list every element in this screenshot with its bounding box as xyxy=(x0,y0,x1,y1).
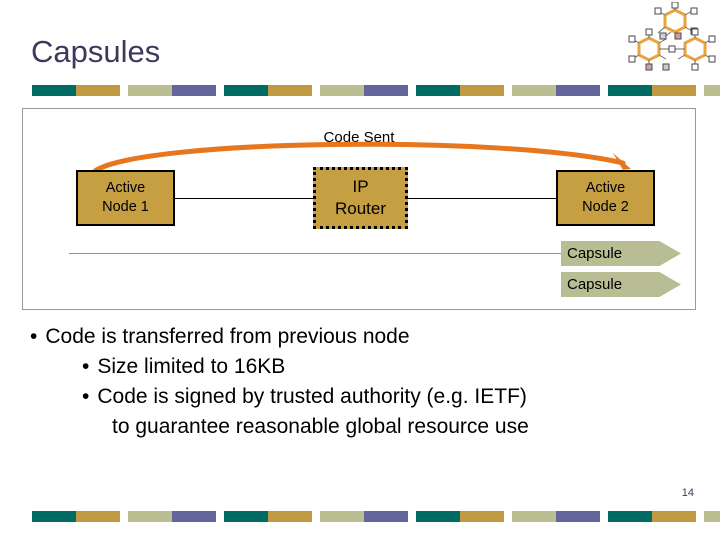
bullet-dot-icon: • xyxy=(82,385,90,408)
color-bar-group xyxy=(512,511,600,522)
swatch-sage xyxy=(512,511,556,522)
bullet-item-level2: • Code is signed by trusted authority (e.… xyxy=(22,382,698,412)
color-bar-group xyxy=(320,511,408,522)
swatch-purple xyxy=(556,511,600,522)
color-bar-group xyxy=(608,511,696,522)
swatch-teal xyxy=(416,85,460,96)
swatch-sage xyxy=(320,85,364,96)
link-node1-router xyxy=(175,198,313,199)
color-bar-group xyxy=(416,85,504,96)
page-number: 14 xyxy=(681,487,694,499)
node-label-line2: Router xyxy=(334,199,387,218)
color-bar-group xyxy=(320,85,408,96)
bullet-text: Size limited to 16KB xyxy=(97,355,286,378)
swatch-gold xyxy=(268,511,312,522)
swatch-purple xyxy=(556,85,600,96)
bullet-dot-icon: • xyxy=(82,355,90,378)
swatch-teal xyxy=(224,85,268,96)
node-active-node-2[interactable]: Active Node 2 xyxy=(556,170,655,226)
color-bar-group xyxy=(128,511,216,522)
capsule-tag[interactable]: Capsule xyxy=(561,241,681,266)
capsule-path-line xyxy=(69,253,561,254)
swatch-teal xyxy=(608,511,652,522)
color-bar-group xyxy=(704,511,720,522)
swatch-teal xyxy=(416,511,460,522)
capsule-tag[interactable]: Capsule xyxy=(561,272,681,297)
swatch-sage xyxy=(128,85,172,96)
page-title: Capsules xyxy=(31,34,161,69)
bullet-list: •Code is transferred from previous node … xyxy=(22,322,698,442)
swatch-purple xyxy=(364,511,408,522)
bullet-text: Code is signed by trusted authority (e.g… xyxy=(97,385,527,408)
color-bar-group xyxy=(128,85,216,96)
node-ip-router[interactable]: IP Router xyxy=(313,167,408,229)
code-sent-label: Code Sent xyxy=(323,129,395,146)
swatch-teal xyxy=(32,511,76,522)
color-bar-group xyxy=(416,511,504,522)
swatch-sage xyxy=(704,511,720,522)
link-router-node2 xyxy=(408,198,556,199)
color-bar-group xyxy=(224,85,312,96)
swatch-gold xyxy=(76,511,120,522)
color-bar-group xyxy=(512,85,600,96)
swatch-teal xyxy=(32,85,76,96)
bullet-continuation-text: to guarantee reasonable global resource … xyxy=(112,415,529,438)
swatch-sage xyxy=(704,85,720,96)
swatch-purple xyxy=(364,85,408,96)
swatch-sage xyxy=(128,511,172,522)
swatch-purple xyxy=(172,85,216,96)
swatch-gold xyxy=(460,85,504,96)
node-label-line1: IP xyxy=(352,177,369,196)
diagram-container: Code Sent Active Node 1 IP Router Active… xyxy=(22,108,696,310)
swatch-gold xyxy=(268,85,312,96)
swatch-gold xyxy=(652,511,696,522)
bullet-dot-icon: • xyxy=(30,325,38,348)
node-label-line1: Active xyxy=(105,180,146,196)
swatch-sage xyxy=(512,85,556,96)
swatch-sage xyxy=(320,511,364,522)
node-label-line1: Active xyxy=(585,180,626,196)
color-bar-group xyxy=(704,85,720,96)
molecule-network-graphic xyxy=(625,1,717,82)
color-bar-group xyxy=(32,85,120,96)
swatch-purple xyxy=(172,511,216,522)
node-label-line2: Node 1 xyxy=(102,199,149,215)
color-bar-group xyxy=(32,511,120,522)
bottom-color-bar xyxy=(32,511,720,522)
node-label-line2: Node 2 xyxy=(582,199,629,215)
swatch-gold xyxy=(460,511,504,522)
swatch-teal xyxy=(608,85,652,96)
node-active-node-1[interactable]: Active Node 1 xyxy=(76,170,175,226)
swatch-gold xyxy=(76,85,120,96)
top-color-bar xyxy=(32,85,720,96)
bullet-item-level2: • Size limited to 16KB xyxy=(22,352,698,382)
color-bar-group xyxy=(608,85,696,96)
swatch-teal xyxy=(224,511,268,522)
bullet-item-level1: • Code is transferred from previous node xyxy=(22,322,698,352)
bullet-text: Code is transferred from previous node xyxy=(45,325,410,348)
color-bar-group xyxy=(224,511,312,522)
swatch-gold xyxy=(652,85,696,96)
